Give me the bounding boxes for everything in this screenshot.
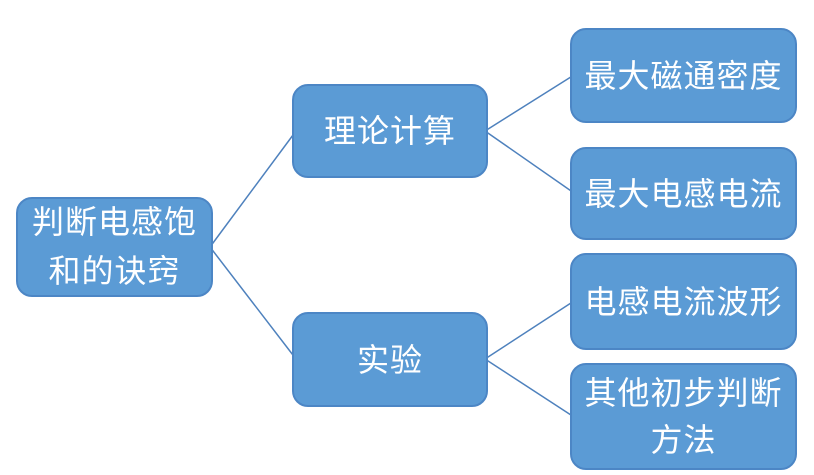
node-label: 电感电流波形 [584, 283, 783, 320]
node-label: 其他初步判断方法 [584, 374, 783, 458]
node-label: 判断电感饱和的诀窍 [31, 204, 197, 289]
connector-experiment-to-waveform [484, 300, 575, 360]
node-label: 实验 [356, 341, 423, 378]
node-label: 理论计算 [323, 113, 456, 149]
root-node: 判断电感饱和的诀窍 [16, 197, 213, 297]
connector-root-to-theory [209, 130, 297, 248]
leaf-flux-density-node: 最大磁通密度 [570, 28, 797, 123]
branch-theory-node: 理论计算 [292, 84, 488, 178]
connector-theory-to-flux [484, 74, 575, 132]
node-label: 最大电感电流 [584, 175, 783, 212]
leaf-other-methods-node: 其他初步判断方法 [570, 363, 797, 470]
connector-experiment-to-other [484, 358, 575, 418]
node-label: 最大磁通密度 [584, 57, 783, 94]
leaf-current-waveform-node: 电感电流波形 [570, 253, 797, 350]
connector-theory-to-current [484, 130, 575, 194]
leaf-inductor-current-node: 最大电感电流 [570, 147, 797, 240]
connector-root-to-experiment [209, 246, 297, 360]
branch-experiment-node: 实验 [292, 312, 488, 407]
